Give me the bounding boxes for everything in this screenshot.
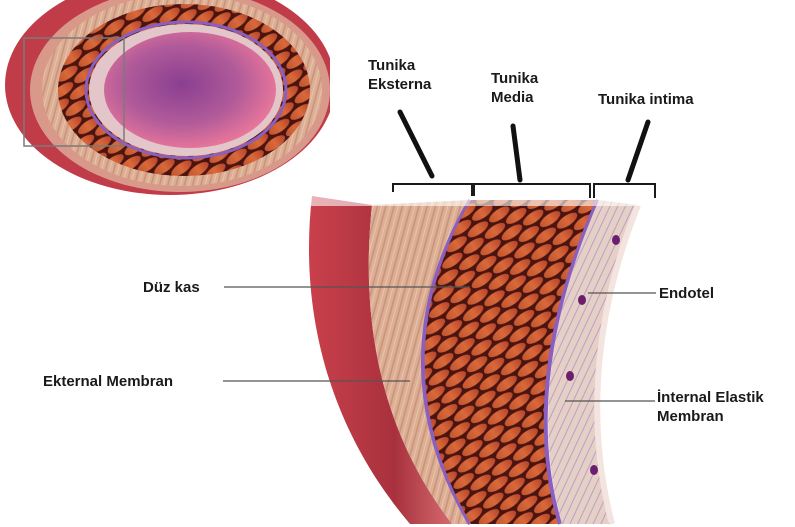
pointer-tunika-eksterna — [400, 112, 432, 176]
label-ekternal-membran: Ekternal Membran — [43, 372, 173, 391]
label-internal-elastik-line2: Membran — [657, 407, 764, 426]
label-tunika-intima: Tunika intima — [598, 90, 694, 109]
label-endotel: Endotel — [659, 284, 714, 303]
endothelial-nucleus — [566, 371, 574, 381]
endothelial-nucleus — [590, 465, 598, 475]
endothelial-nucleus — [578, 295, 586, 305]
label-tunika-eksterna-line2: Eksterna — [368, 75, 431, 94]
label-internal-elastik-membran: İnternal Elastik Membran — [657, 388, 764, 426]
label-internal-elastik-line1: İnternal Elastik — [657, 388, 764, 407]
label-tunika-intima-text: Tunika intima — [598, 90, 694, 109]
label-tunika-eksterna: Tunika Eksterna — [368, 56, 431, 94]
pointer-tunika-media — [513, 126, 520, 180]
artery-wall-enlarged — [300, 192, 795, 527]
label-tunika-eksterna-line1: Tunika — [368, 56, 431, 75]
label-tunika-media-line1: Tunika — [491, 69, 538, 88]
label-tunika-media-line2: Media — [491, 88, 538, 107]
artery-cross-section-overview — [5, 0, 335, 195]
endothelial-nucleus — [612, 235, 620, 245]
label-tunika-media: Tunika Media — [491, 69, 538, 107]
label-endotel-text: Endotel — [659, 284, 714, 303]
layer-pointers — [400, 112, 648, 180]
label-ekternal-membran-text: Ekternal Membran — [43, 372, 173, 391]
label-duz-kas: Düz kas — [143, 278, 200, 297]
pointer-tunika-intima — [628, 122, 648, 180]
label-duz-kas-text: Düz kas — [143, 278, 200, 297]
